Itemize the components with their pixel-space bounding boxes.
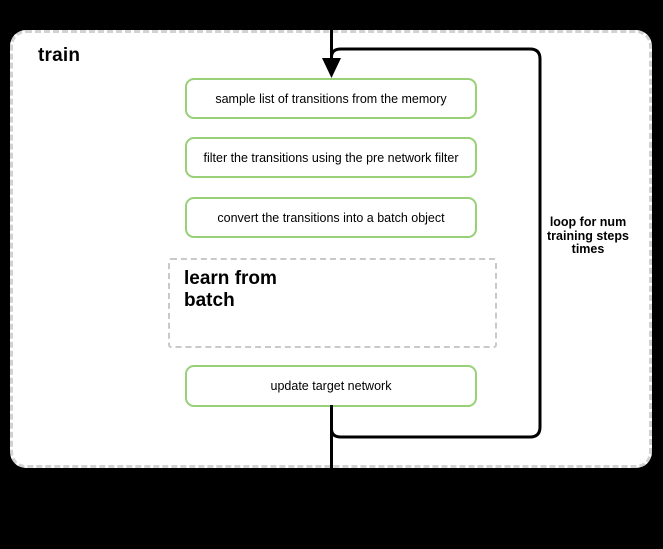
step-label: update target network	[270, 379, 392, 393]
step-label: filter the transitions using the pre net…	[203, 150, 459, 165]
subprocess-label-line2: batch	[184, 290, 235, 311]
loop-annotation-line3: times	[571, 242, 605, 256]
step-label: convert the transitions into a batch obj…	[217, 210, 445, 225]
subprocess-label-line1: learn from	[184, 268, 277, 289]
step-sample-transitions: sample list of transitions from the memo…	[185, 78, 477, 119]
train-group-label: train	[38, 45, 81, 66]
step-label: sample list of transitions from the memo…	[215, 91, 447, 106]
step-filter-transitions: filter the transitions using the pre net…	[185, 137, 477, 178]
loop-annotation: loop for num training steps times	[538, 215, 638, 257]
loop-annotation-line1: loop for num	[549, 215, 627, 229]
step-convert-to-batch: convert the transitions into a batch obj…	[185, 197, 477, 238]
loop-annotation-line2: training steps	[547, 228, 629, 243]
step-update-target-network: update target network	[185, 365, 477, 407]
subprocess-learn-from-batch: learn from batch	[168, 258, 497, 348]
